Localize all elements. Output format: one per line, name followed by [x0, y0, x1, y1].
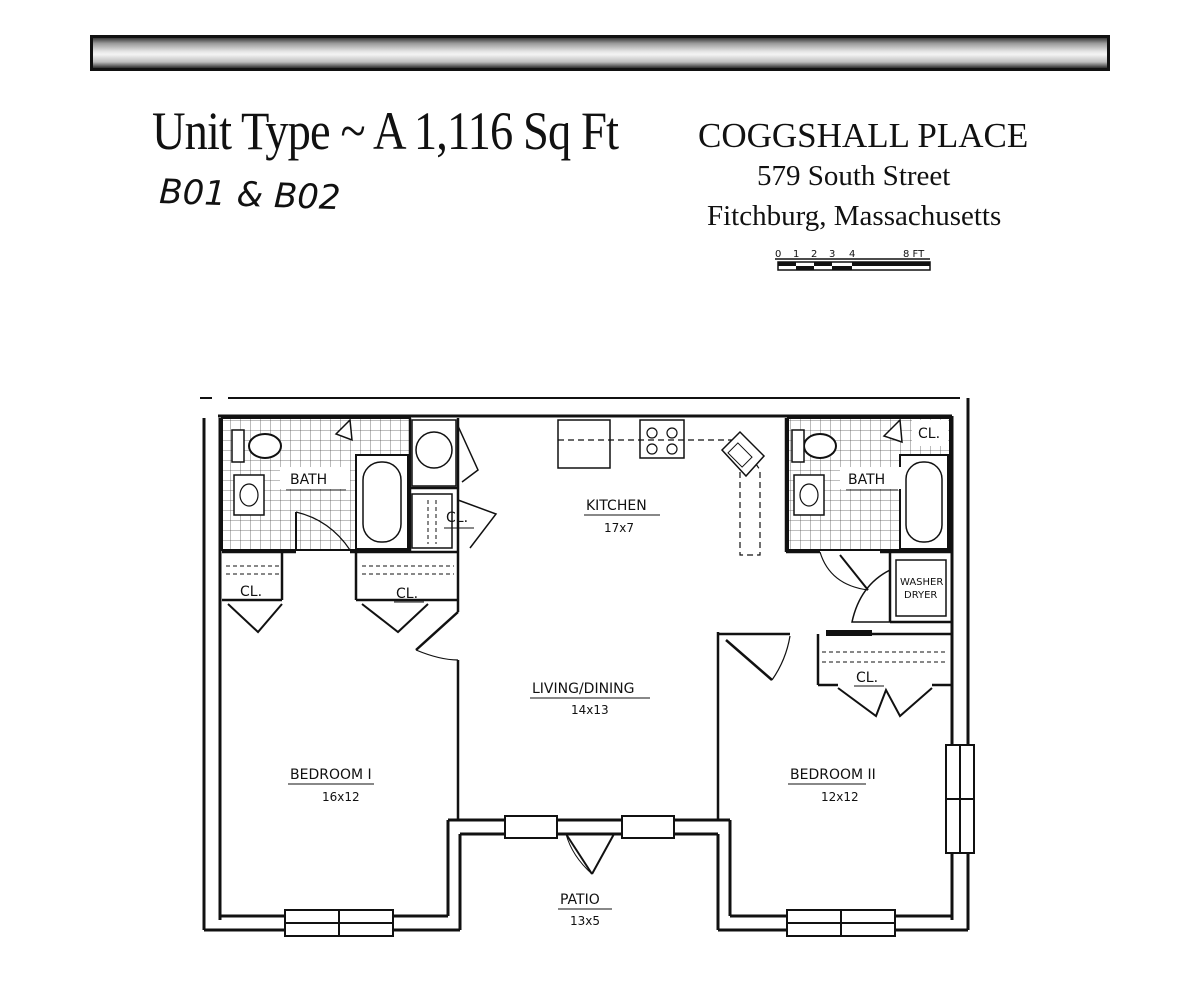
interior-walls — [222, 418, 952, 820]
property-name: COGGSHALL PLACE — [698, 116, 1029, 155]
scale-tick-0: 0 — [775, 249, 781, 260]
scale-bar: 0 1 2 3 4 8 FT — [775, 249, 931, 271]
bath-left-label: BATH — [290, 472, 327, 488]
bedroom1-door — [415, 611, 459, 661]
scale-tick-2: 2 — [811, 249, 817, 260]
bedroom2-door — [725, 635, 791, 681]
scale-tick-3: 3 — [829, 249, 835, 260]
bath-right: BATH CL. — [787, 417, 951, 591]
unit-type-title: Unit Type ~ A 1,116 Sq Ft — [152, 101, 619, 161]
living-dining-size: 14x13 — [571, 703, 609, 717]
closet-center-label: CL. — [446, 510, 468, 526]
header-decorative-bar — [90, 35, 1110, 71]
bath-right-label: BATH — [848, 472, 885, 488]
kitchen-size: 17x7 — [604, 521, 634, 535]
bedroom1-label: BEDROOM I — [290, 767, 372, 783]
dryer-label: DRYER — [904, 590, 937, 601]
kitchen-label: KITCHEN — [586, 498, 647, 514]
room-labels: KITCHEN 17x7 LIVING/DINING 14x13 BEDROOM… — [288, 498, 876, 928]
bath-left: BATH — [221, 417, 411, 551]
scale-tick-4: 4 — [849, 249, 855, 260]
closet-bed2-label: CL. — [856, 670, 878, 686]
bedroom2-label: BEDROOM II — [790, 767, 876, 783]
bedroom2-size: 12x12 — [821, 790, 859, 804]
closet-bath-right-label: CL. — [918, 426, 940, 442]
washer-label: WASHER — [900, 577, 943, 588]
living-dining-label: LIVING/DINING — [532, 681, 635, 697]
washer-dryer: WASHER DRYER — [851, 559, 947, 623]
address-city: Fitchburg, Massachusetts — [707, 200, 1002, 232]
windows — [284, 744, 975, 937]
closet-bed1-left: CL. — [226, 565, 283, 634]
patio-size: 13x5 — [570, 914, 600, 928]
scale-tick-1: 1 — [793, 249, 799, 260]
closet-bed1-right: CL. — [361, 565, 454, 634]
scale-tick-8ft: 8 FT — [903, 249, 925, 260]
patio-door — [565, 833, 615, 875]
kitchen-counters — [557, 419, 766, 556]
patio-label: PATIO — [560, 892, 600, 908]
mechanical-closet — [411, 419, 479, 487]
closet-bed1-right-label: CL. — [396, 586, 418, 602]
bedroom1-size: 16x12 — [322, 790, 360, 804]
address-street: 579 South Street — [757, 160, 951, 192]
closet-bed2: CL. — [822, 630, 948, 718]
closet-bed1-left-label: CL. — [240, 584, 262, 600]
closet-center: CL. — [411, 493, 498, 549]
